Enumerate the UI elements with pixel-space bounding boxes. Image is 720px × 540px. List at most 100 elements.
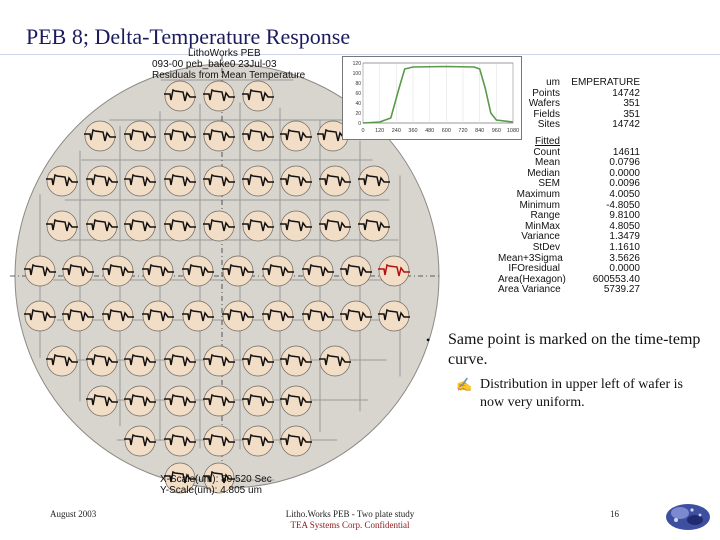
site-glyph: [222, 300, 254, 332]
site-glyph: [24, 255, 56, 287]
site-glyph: [164, 345, 196, 377]
site-glyph: [280, 210, 312, 242]
site-glyph: [124, 210, 156, 242]
inset-x-tick: 480: [425, 128, 434, 134]
site-glyph: [124, 345, 156, 377]
inset-y-tick: 120: [353, 61, 362, 67]
inset-x-tick: 0: [361, 128, 364, 134]
bullet-sub-text: Distribution in upper left of wafer is n…: [480, 377, 683, 410]
site-glyph: [358, 165, 390, 197]
inset-plot-area: [362, 62, 514, 124]
inset-y-tick: 80: [355, 81, 361, 87]
site-glyph: [182, 300, 214, 332]
title-divider: [0, 54, 720, 55]
inset-x-tick: 1080: [507, 128, 519, 134]
stat-value: 0.0796: [609, 157, 640, 169]
company-logo-icon: [666, 504, 710, 530]
site-glyph: [340, 255, 372, 287]
stat-label: Fields: [533, 108, 560, 120]
stats-section: Fitted: [498, 135, 640, 148]
site-glyph: [280, 345, 312, 377]
site-glyph: [280, 165, 312, 197]
site-glyph: [302, 300, 334, 332]
stat-row: Range 9.8100: [498, 211, 640, 222]
site-glyph: [62, 255, 94, 287]
inset-y-tick: 60: [355, 91, 361, 97]
stat-value: 4.0050: [609, 188, 640, 200]
site-glyph: [262, 255, 294, 287]
stat-row: StDev 1.1610: [498, 241, 640, 254]
inset-y-tick: 0: [358, 121, 361, 127]
stat-row: Maximum 4.0050: [498, 188, 640, 201]
site-glyph: [182, 255, 214, 287]
stat-value: 5739.27: [603, 284, 640, 296]
site-glyph: [319, 210, 351, 242]
site-glyph: [124, 385, 156, 417]
site-glyph: [203, 210, 235, 242]
stats-section-label: Fitted: [534, 135, 560, 147]
stat-value: 0.0096: [609, 178, 640, 190]
site-glyph: [358, 210, 390, 242]
site-glyph: [242, 80, 274, 112]
site-glyph: [24, 300, 56, 332]
stat-value: 1.1610: [609, 241, 640, 253]
bullet-main-text: Same point is marked on the time-temp cu…: [448, 331, 701, 368]
stat-label: Mean: [534, 157, 560, 169]
site-glyph: [340, 300, 372, 332]
inset-x-tick: 240: [392, 128, 401, 134]
footer-title: Litho.Works PEB - Two plate study: [285, 509, 415, 519]
stat-label: MinMax: [524, 220, 560, 232]
site-glyph: [242, 210, 274, 242]
stats-heading: um EMPERATURE: [498, 77, 640, 89]
stat-label: Maximum: [516, 188, 560, 200]
stat-value: 3.5626: [609, 252, 640, 264]
site-glyph: [319, 345, 351, 377]
site-glyphs: [24, 80, 410, 494]
site-glyph: [62, 300, 94, 332]
inset-x-tick: 360: [408, 128, 417, 134]
pen-bullet-icon: ✍: [456, 377, 473, 392]
stat-value: 351: [623, 108, 640, 120]
site-glyph: [302, 255, 334, 287]
footer-confidential: TEA Systems Corp. Confidential: [290, 520, 410, 530]
inset-x-tick: 840: [475, 128, 484, 134]
site-glyph: [86, 210, 118, 242]
inset-x-tick: 600: [442, 128, 451, 134]
slide-title: PEB 8; Delta-Temperature Response: [26, 24, 351, 49]
stat-label: Mean+3Sigma: [498, 252, 563, 264]
inset-y-tick: 100: [353, 71, 362, 77]
site-glyph: [102, 300, 134, 332]
stat-row: Fields 351: [498, 108, 640, 121]
stat-label: Area Variance: [498, 284, 561, 296]
site-glyph: [46, 210, 78, 242]
stat-label: Minimum: [519, 199, 560, 211]
site-glyph: [46, 165, 78, 197]
footer-center: Litho.Works PEB - Two plate study TEA Sy…: [270, 509, 430, 531]
plot-header: LithoWorks PEB 093-00 peb_bake0 23Jul-03…: [152, 48, 305, 81]
site-glyph: [164, 425, 196, 457]
stat-value: 351: [623, 98, 640, 110]
site-glyph: [164, 385, 196, 417]
stat-row: Area(Hexagon)600553.40: [498, 274, 640, 286]
site-glyph: [280, 120, 312, 152]
inset-x-tick: 120: [375, 128, 384, 134]
stat-label: Median: [527, 167, 560, 179]
stat-value: 14742: [612, 87, 640, 99]
site-glyph: [222, 255, 254, 287]
stat-label: Count: [533, 146, 560, 158]
site-glyph: [164, 80, 196, 112]
stat-value: 9.8100: [609, 210, 640, 222]
stat-label: Range: [530, 210, 560, 222]
bullet-dot-icon: •: [426, 333, 431, 347]
site-glyph: [164, 210, 196, 242]
stat-label: Variance: [521, 231, 560, 243]
stat-label: StDev: [532, 241, 560, 253]
y-scale-label: Y-Scale(um): 4.805 um: [160, 485, 262, 496]
